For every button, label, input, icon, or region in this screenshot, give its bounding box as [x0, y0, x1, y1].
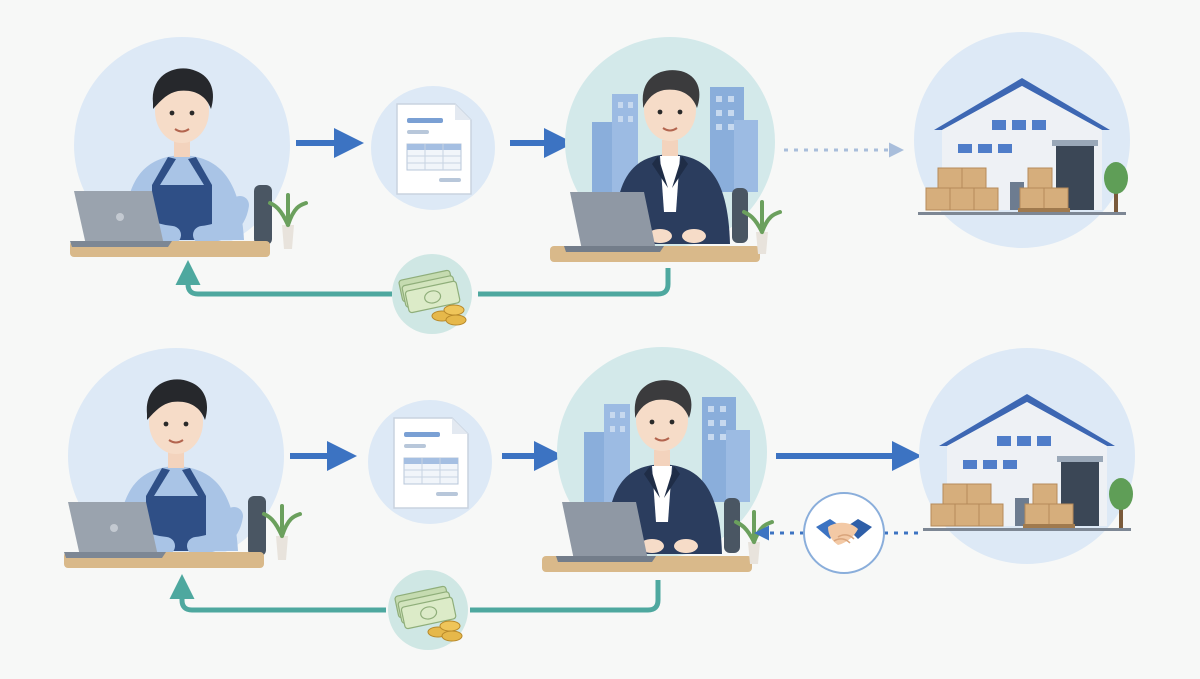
warehouse-illustration [918, 347, 1136, 565]
payment-line-buyer-side [470, 580, 661, 613]
handshake-icon [803, 492, 885, 574]
seller-illustration [70, 37, 306, 257]
seller-illustration [64, 348, 300, 568]
payment-arrow-to-seller [175, 260, 392, 297]
buyer-illustration [540, 345, 774, 574]
invoice-document-icon [367, 399, 493, 525]
buyer-illustration [548, 35, 782, 264]
top-row [70, 31, 1131, 335]
cash-and-coins-icon [391, 253, 473, 335]
bottom-row [64, 345, 1136, 651]
warehouse-illustration [913, 31, 1131, 249]
invoice-document-icon [370, 85, 496, 211]
payment-line-buyer-side [478, 268, 671, 297]
cash-and-coins-icon [387, 569, 469, 651]
payment-arrow-to-seller [169, 574, 386, 613]
